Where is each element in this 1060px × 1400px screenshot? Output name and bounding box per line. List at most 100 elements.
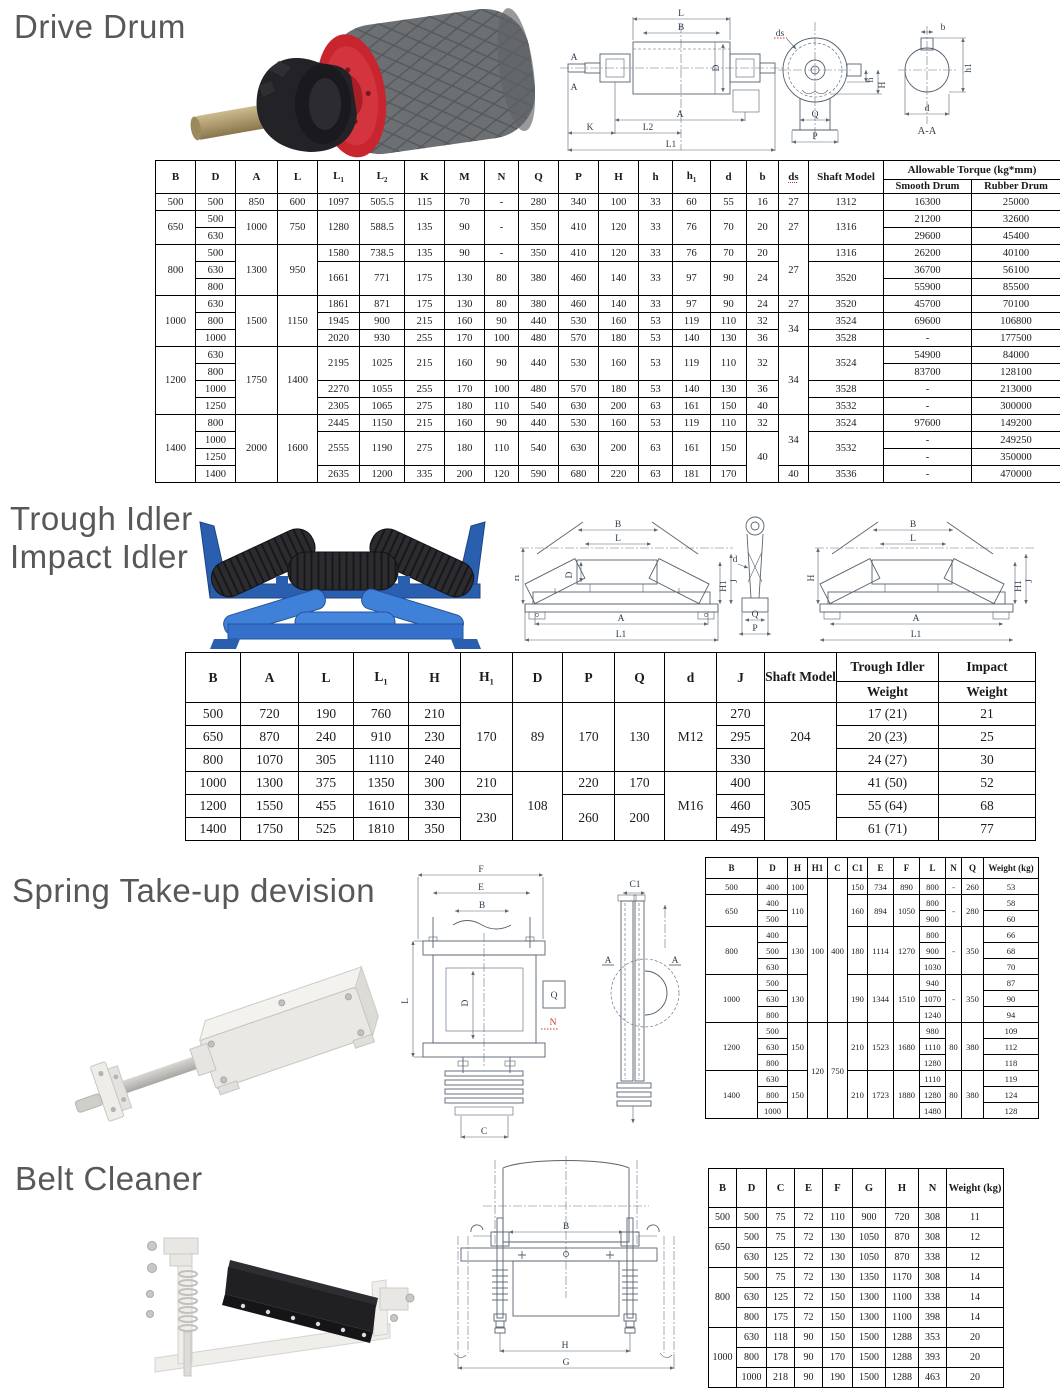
cell: 1680 bbox=[893, 1022, 920, 1071]
cell: 800 bbox=[195, 414, 236, 432]
cell: 63 bbox=[638, 431, 673, 466]
cell: 90 bbox=[710, 295, 747, 313]
cell: 1312 bbox=[808, 193, 884, 211]
cell: 3532 bbox=[808, 431, 884, 466]
cell: 130 bbox=[710, 380, 747, 398]
cell: 27 bbox=[778, 193, 809, 211]
dim-label: A bbox=[571, 53, 578, 63]
dim-label: H bbox=[562, 1341, 569, 1351]
cell: 3524 bbox=[808, 312, 884, 330]
cell: 1288 bbox=[885, 1347, 919, 1368]
cell: 1480 bbox=[919, 1102, 946, 1119]
cell: 110 bbox=[484, 431, 519, 466]
cell: 150 bbox=[822, 1307, 853, 1328]
cell: D bbox=[736, 1168, 767, 1208]
cell: L2 bbox=[359, 160, 405, 194]
cell: 1250 bbox=[195, 397, 236, 415]
cell: 77 bbox=[938, 817, 1036, 841]
cell: - bbox=[484, 193, 519, 211]
cell: 97 bbox=[672, 261, 711, 296]
cell: 33 bbox=[638, 295, 673, 313]
cell: 80 bbox=[945, 1070, 962, 1119]
cell: 160 bbox=[847, 894, 868, 927]
cell: 178 bbox=[766, 1347, 795, 1368]
cell: 130 bbox=[787, 974, 808, 1023]
cell: 650 bbox=[708, 1227, 737, 1268]
cell: 34 bbox=[778, 414, 809, 466]
cell: 180 bbox=[444, 397, 485, 415]
cell: 1316 bbox=[808, 210, 884, 245]
cell: 750 bbox=[277, 210, 318, 245]
cell: 70 bbox=[444, 193, 485, 211]
cell: 1000 bbox=[195, 329, 236, 347]
cell: 1550 bbox=[240, 794, 299, 818]
cell: 240 bbox=[298, 725, 354, 749]
cell: 100 bbox=[787, 878, 808, 895]
cell: 53 bbox=[638, 312, 673, 330]
cell: 1025 bbox=[359, 346, 405, 381]
cell: 338 bbox=[918, 1287, 947, 1308]
cell: 170 bbox=[444, 380, 485, 398]
cell: H bbox=[787, 857, 808, 879]
cell: 160 bbox=[444, 346, 485, 381]
cell: 170 bbox=[614, 771, 665, 795]
cell: 27 bbox=[778, 210, 809, 245]
cell: 33 bbox=[638, 244, 673, 262]
cell: Rubber Drum bbox=[970, 179, 1060, 194]
cell: 140 bbox=[598, 261, 639, 296]
cell: 1150 bbox=[359, 414, 405, 432]
cell: 89 bbox=[512, 702, 563, 772]
cell: 3520 bbox=[808, 261, 884, 296]
cell: 68 bbox=[983, 942, 1039, 959]
section-title-drive-drum: Drive Drum bbox=[14, 8, 186, 45]
cell: 630 bbox=[195, 261, 236, 279]
cell: 1114 bbox=[867, 926, 894, 975]
cell: 380 bbox=[961, 1070, 984, 1119]
cell: 150 bbox=[787, 1070, 808, 1119]
cell: 85500 bbox=[970, 278, 1060, 296]
cell: 630 bbox=[195, 227, 236, 245]
cell: 530 bbox=[558, 312, 599, 330]
section-title-spring-takeup: Spring Take-up devision bbox=[12, 872, 376, 909]
tensioner-left bbox=[470, 1217, 510, 1352]
cell: 720 bbox=[240, 702, 299, 726]
cell: M16 bbox=[664, 771, 717, 841]
cell: 1400 bbox=[277, 346, 318, 415]
cell: 170 bbox=[822, 1347, 853, 1368]
cell: 800 bbox=[757, 1054, 788, 1071]
section-label: A bbox=[672, 956, 679, 966]
cell: 1000 bbox=[757, 1102, 788, 1119]
cell: 1300 bbox=[852, 1287, 886, 1308]
dim-label: E bbox=[478, 883, 484, 893]
dim-label: G bbox=[563, 1358, 570, 1368]
cell: Allowable Torque (kg*mm) bbox=[882, 160, 1060, 180]
cell: 53 bbox=[638, 329, 673, 347]
cell: 119 bbox=[672, 312, 711, 330]
cell: 350 bbox=[961, 974, 984, 1023]
cell: 1316 bbox=[808, 244, 884, 262]
cell: 125 bbox=[766, 1287, 795, 1308]
cell: 80 bbox=[945, 1022, 962, 1071]
cell: 16 bbox=[746, 193, 779, 211]
spring-takeup-photo bbox=[74, 965, 379, 1122]
cell: 630 bbox=[558, 397, 599, 415]
dim-label: C bbox=[481, 1127, 487, 1137]
cell: 930 bbox=[359, 329, 405, 347]
cell: b bbox=[746, 160, 779, 194]
cell: 210 bbox=[408, 702, 461, 726]
cell: 53 bbox=[638, 414, 673, 432]
cell: 150 bbox=[822, 1327, 853, 1348]
cell: d bbox=[664, 652, 717, 703]
cell: 900 bbox=[919, 910, 946, 927]
cell: 1170 bbox=[885, 1267, 919, 1288]
cell: 150 bbox=[787, 1022, 808, 1071]
cell: 305 bbox=[764, 771, 837, 841]
cell: 34 bbox=[778, 312, 809, 347]
cell: 530 bbox=[558, 346, 599, 381]
cell: 738.5 bbox=[359, 244, 405, 262]
cell: - bbox=[883, 448, 972, 466]
cell: 160 bbox=[444, 414, 485, 432]
cell: 33 bbox=[638, 193, 673, 211]
cell: 630 bbox=[757, 990, 788, 1007]
